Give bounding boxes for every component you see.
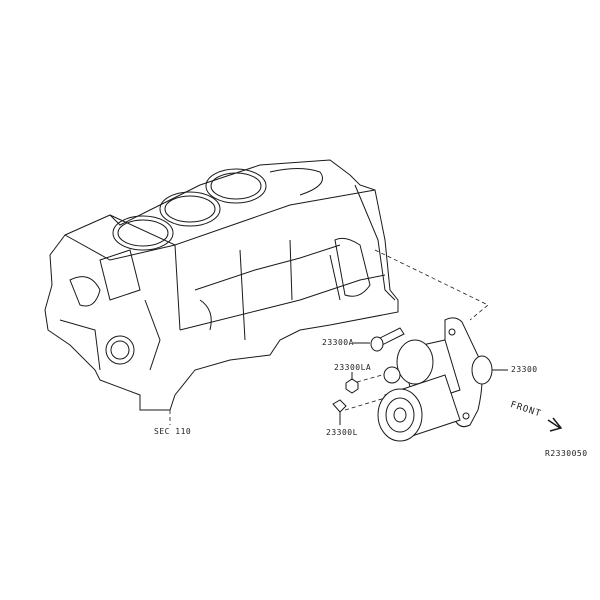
- starter-motor-23300: [377, 317, 493, 442]
- cylinder-bore-1: [112, 215, 174, 251]
- label-starter-23300: 23300: [511, 365, 538, 374]
- cylinder-bore-2: [159, 191, 221, 227]
- label-sec-110: SEC 110: [154, 427, 192, 436]
- label-stud-23300l: 23300L: [326, 428, 358, 437]
- engine-block-outline: [44, 159, 399, 411]
- bolt-23300a: [370, 327, 405, 352]
- stud-23300l: [332, 399, 347, 413]
- front-arrow-icon: [547, 417, 563, 432]
- diagram-reference-code: R2330050: [545, 449, 588, 458]
- label-bolt-23300a: 23300A: [322, 338, 354, 347]
- label-nut-23300la: 23300LA: [334, 363, 372, 372]
- nut-23300la: [345, 378, 359, 394]
- cylinder-bore-3: [205, 168, 267, 204]
